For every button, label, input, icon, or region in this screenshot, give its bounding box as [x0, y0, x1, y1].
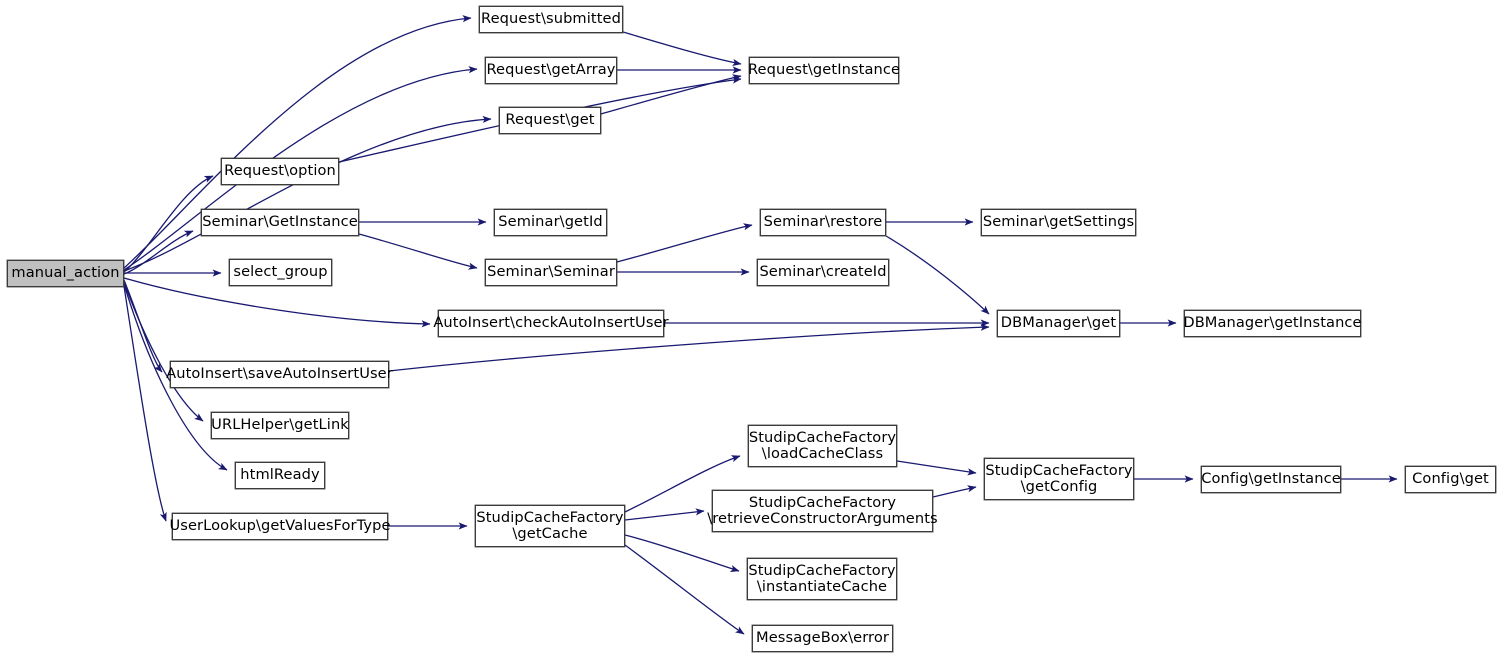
node-scf_getconfig[interactable]: StudipCacheFactory \getConfig: [984, 458, 1134, 500]
edge-scf_loadcacheclass-to-scf_getconfig: [896, 460, 977, 476]
edge-req_get-to-req_getinstance: [600, 74, 742, 115]
node-ul_getvalues[interactable]: UserLookup\getValuesForType: [169, 513, 390, 540]
node-sem_createid[interactable]: Seminar\createId: [757, 259, 889, 286]
node-ai_check[interactable]: AutoInsert\checkAutoInsertUser: [433, 310, 669, 337]
node-htmlready[interactable]: htmlReady: [235, 462, 325, 489]
node-label: Seminar\restore: [763, 213, 883, 231]
node-label: StudipCacheFactory \loadCacheClass: [748, 428, 897, 462]
node-label: Config\get: [1412, 470, 1489, 488]
node-label: Seminar\getId: [498, 213, 603, 231]
node-req_option[interactable]: Request\option: [221, 158, 339, 185]
node-manual_action[interactable]: manual_action: [7, 260, 124, 287]
node-label: Seminar\Seminar: [487, 263, 615, 281]
node-label: Request\submitted: [481, 10, 621, 28]
node-select_group[interactable]: select_group: [229, 259, 332, 286]
node-req_submitted[interactable]: Request\submitted: [479, 6, 623, 33]
node-dbm_get[interactable]: DBManager\get: [997, 310, 1120, 337]
node-req_getinstance[interactable]: Request\getInstance: [748, 57, 900, 84]
node-label: Seminar\getSettings: [982, 213, 1135, 231]
node-label: StudipCacheFactory \getConfig: [985, 461, 1133, 495]
node-req_get[interactable]: Request\get: [499, 107, 601, 134]
node-dbm_getinstance[interactable]: DBManager\getInstance: [1183, 310, 1362, 337]
node-label: htmlReady: [240, 466, 320, 484]
edge-sem_restore-to-dbm_get: [885, 235, 990, 315]
node-sem_getsettings[interactable]: Seminar\getSettings: [981, 209, 1136, 236]
edge-manual_action-to-url_getlink: [123, 281, 204, 422]
node-label: UserLookup\getValuesForType: [169, 517, 391, 535]
node-label: StudipCacheFactory \getCache: [476, 508, 624, 542]
node-label: DBManager\get: [1000, 314, 1117, 332]
node-label: Request\getInstance: [747, 61, 901, 79]
node-msgbox_error[interactable]: MessageBox\error: [752, 625, 893, 652]
node-label: AutoInsert\saveAutoInsertUser: [166, 365, 393, 383]
node-url_getlink[interactable]: URLHelper\getLink: [211, 412, 349, 439]
node-scf_retrieveargs[interactable]: StudipCacheFactory \retrieveConstructorA…: [707, 490, 938, 532]
node-cfg_get[interactable]: Config\get: [1405, 466, 1496, 493]
node-sem_seminar[interactable]: Seminar\Seminar: [485, 259, 617, 286]
edge-manual_action-to-sem_getinstance: [123, 230, 194, 275]
node-label: manual_action: [11, 264, 120, 282]
edge-req_submitted-to-req_getinstance: [622, 31, 742, 66]
node-label: Request\option: [224, 162, 336, 180]
node-sem_getinstance[interactable]: Seminar\GetInstance: [201, 209, 359, 236]
node-label: DBManager\getInstance: [1183, 314, 1362, 332]
edge-scf_getcache-to-scf_retrieveargs: [624, 508, 705, 521]
edge-sem_seminar-to-sem_restore: [616, 223, 753, 263]
edge-manual_action-to-ai_save: [123, 279, 163, 373]
node-label: URLHelper\getLink: [211, 416, 349, 434]
node-label: select_group: [233, 263, 328, 281]
edge-manual_action-to-req_get: [123, 115, 492, 272]
node-scf_getcache[interactable]: StudipCacheFactory \getCache: [475, 505, 625, 547]
node-sem_getid[interactable]: Seminar\getId: [494, 209, 607, 236]
node-ai_save[interactable]: AutoInsert\saveAutoInsertUser: [166, 361, 393, 388]
node-label: Request\get: [505, 111, 595, 129]
node-label: StudipCacheFactory \instantiateCache: [748, 561, 896, 595]
node-label: MessageBox\error: [756, 629, 889, 647]
node-label: Config\getInstance: [1201, 470, 1341, 488]
node-label: AutoInsert\checkAutoInsertUser: [433, 314, 669, 332]
node-scf_loadcacheclass[interactable]: StudipCacheFactory \loadCacheClass: [748, 425, 897, 467]
node-cfg_getinstance[interactable]: Config\getInstance: [1201, 466, 1341, 493]
edge-scf_getcache-to-scf_instantiate: [624, 534, 740, 572]
node-req_getarray[interactable]: Request\getArray: [485, 57, 617, 84]
edge-scf_getcache-to-msgbox_error: [624, 544, 745, 635]
node-label: Request\getArray: [486, 61, 616, 79]
node-label: StudipCacheFactory \retrieveConstructorA…: [707, 493, 938, 527]
node-label: Seminar\createId: [759, 263, 887, 281]
node-label: Seminar\GetInstance: [202, 213, 358, 231]
edge-sem_getinstance-to-sem_seminar: [358, 233, 478, 270]
edge-manual_action-to-ul_getvalues: [123, 285, 167, 522]
node-sem_restore[interactable]: Seminar\restore: [760, 209, 886, 236]
node-scf_instantiate[interactable]: StudipCacheFactory \instantiateCache: [747, 558, 897, 600]
